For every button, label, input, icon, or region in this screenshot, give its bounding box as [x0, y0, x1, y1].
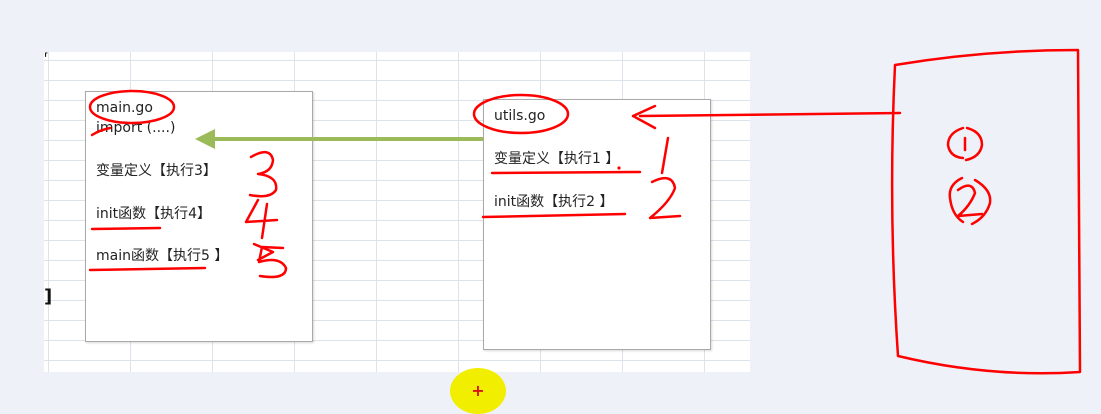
utils-go-textbox[interactable]: utils.go 变量定义【执行1 】 init函数【执行2 】: [483, 99, 711, 350]
paren-1-left: [946, 126, 965, 160]
main-go-textbox[interactable]: main.go import (....) 变量定义【执行3】 init函数【执…: [85, 91, 313, 342]
import-line: import (....): [96, 120, 176, 136]
red-arrow-line: [638, 111, 902, 118]
paren-2-right: [970, 178, 992, 226]
init-func-line: init函数【执行4】: [96, 206, 212, 222]
number-3-mark: [248, 151, 278, 198]
red-arrow-head: [631, 104, 657, 130]
package-panel-outline: [890, 48, 1082, 375]
utils-init-underline: [481, 212, 627, 219]
main-func-line: main函数【执行5 】: [96, 248, 229, 264]
cursor-highlight: +: [450, 368, 506, 414]
utils-var-def-line: 变量定义【执行1 】: [494, 151, 620, 167]
main-go-filename: main.go: [96, 100, 153, 116]
import-underline: [90, 126, 112, 137]
stray-dot: [617, 166, 621, 170]
main-go-circle: [88, 89, 176, 125]
number-2-mark: [648, 176, 682, 220]
utils-init-func-line: init函数【执行2 】: [494, 194, 614, 210]
digit-2-mark: [956, 184, 984, 218]
cell-edge-mark: ]: [44, 286, 53, 307]
utils-go-circle: [472, 93, 570, 135]
utils-var-underline: [490, 170, 642, 175]
import-arrow: [195, 129, 483, 149]
var-def-line: 变量定义【执行3】: [96, 163, 217, 179]
main-underline: [88, 266, 207, 272]
cell-corner-mark: ⸢: [44, 51, 49, 65]
init-underline: [90, 226, 162, 231]
paren-1-right: [964, 126, 984, 162]
cursor-plus-icon: +: [471, 381, 485, 400]
number-1-mark: [660, 136, 670, 175]
number-5-mark: [257, 245, 288, 279]
number-4-mark: [244, 198, 279, 240]
utils-go-filename: utils.go: [494, 108, 546, 124]
number-5-tick: [252, 242, 275, 262]
